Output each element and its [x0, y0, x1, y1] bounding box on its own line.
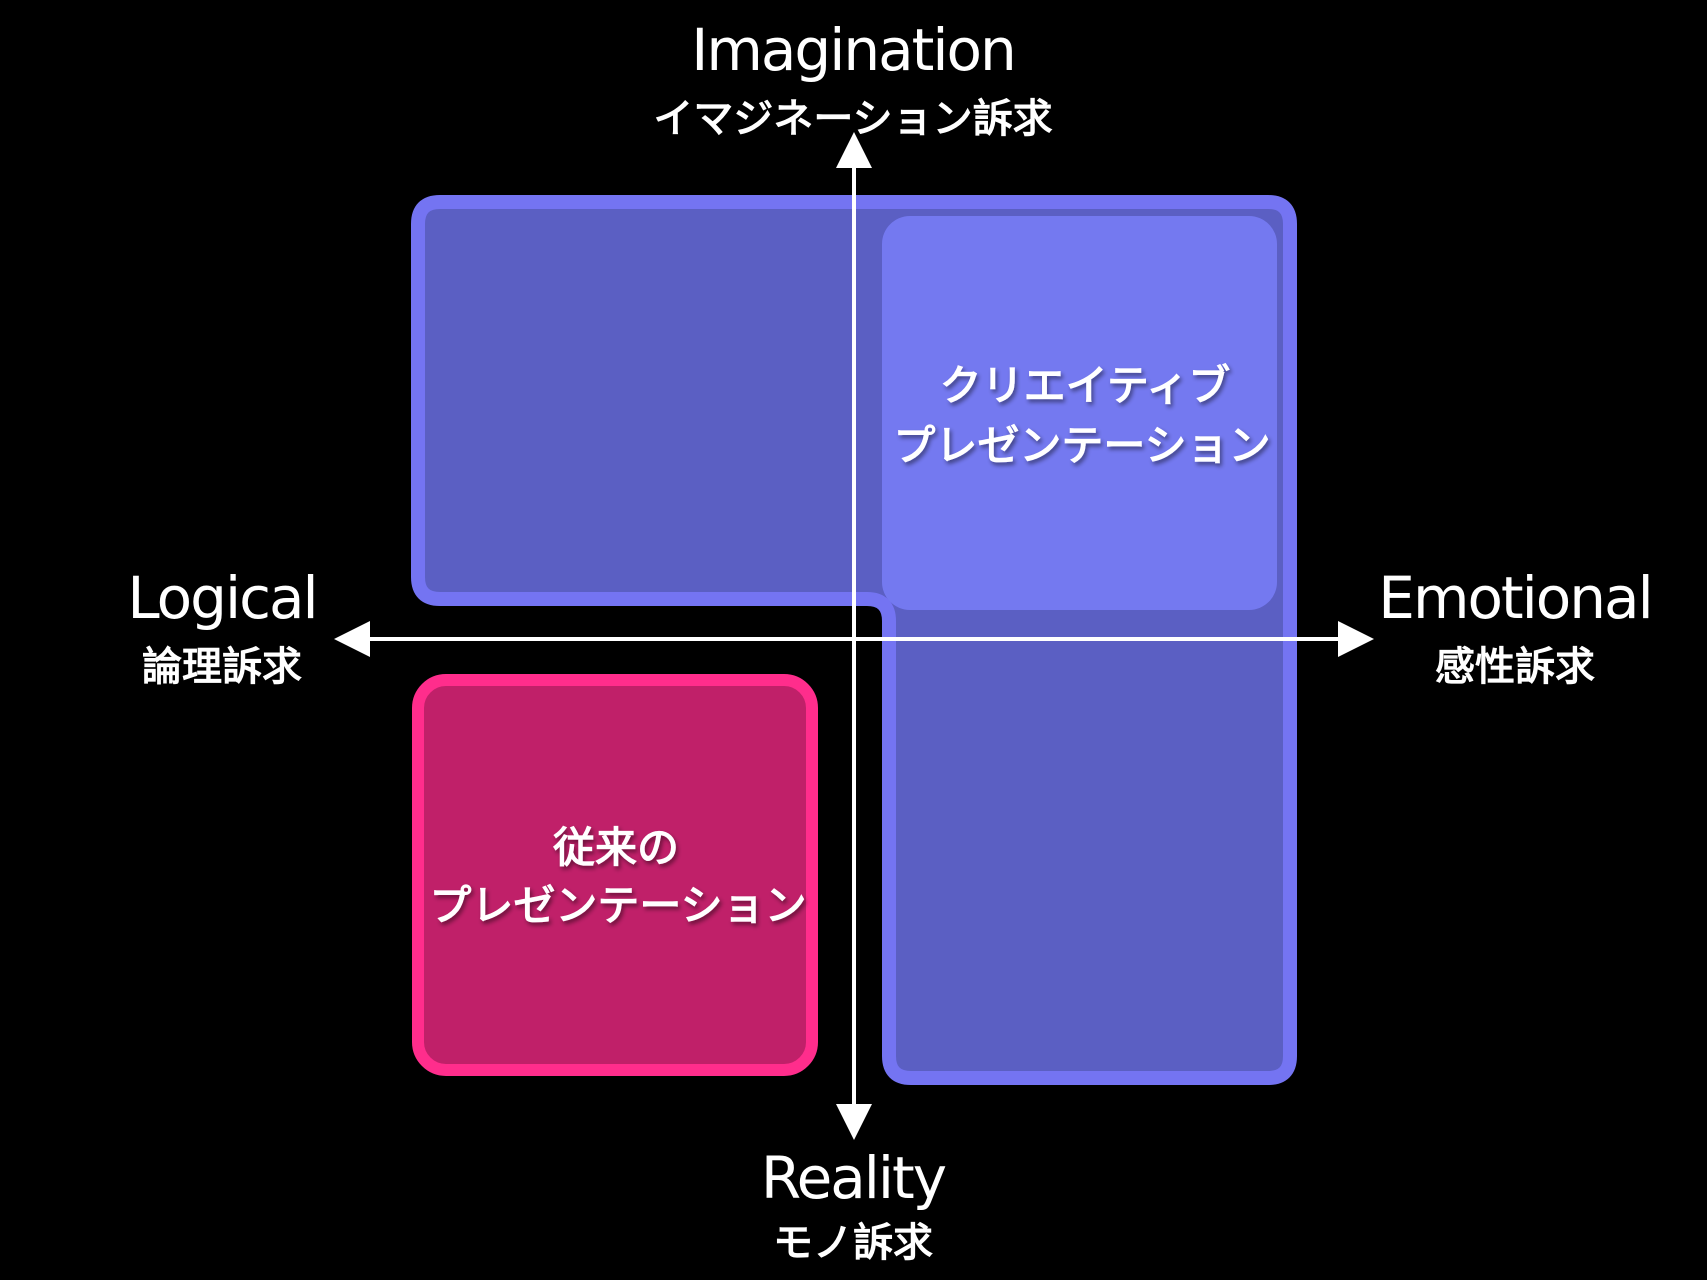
axis-bottom-label-ja: モノ訴求 [773, 1220, 933, 1266]
axis-top-label-ja: イマジネーション訴求 [653, 96, 1052, 142]
creative-label-line1: クリエイティブ [940, 361, 1231, 410]
axis-right-label-ja: 感性訴求 [1435, 644, 1595, 690]
creative-highlight-quadrant [882, 216, 1277, 610]
traditional-label-line2: プレゼンテーション [429, 881, 806, 930]
axis-left-label-ja: 論理訴求 [142, 644, 302, 690]
creative-label-line2: プレゼンテーション [893, 421, 1270, 470]
axis-left-label-en: Logical [127, 564, 316, 632]
traditional-region [412, 674, 818, 1076]
axis-bottom-label-en: Reality [761, 1144, 946, 1212]
axis-right-label-en: Emotional [1378, 564, 1651, 632]
traditional-label-line1: 従来の [552, 823, 679, 872]
axis-top-label-en: Imagination [691, 16, 1014, 84]
